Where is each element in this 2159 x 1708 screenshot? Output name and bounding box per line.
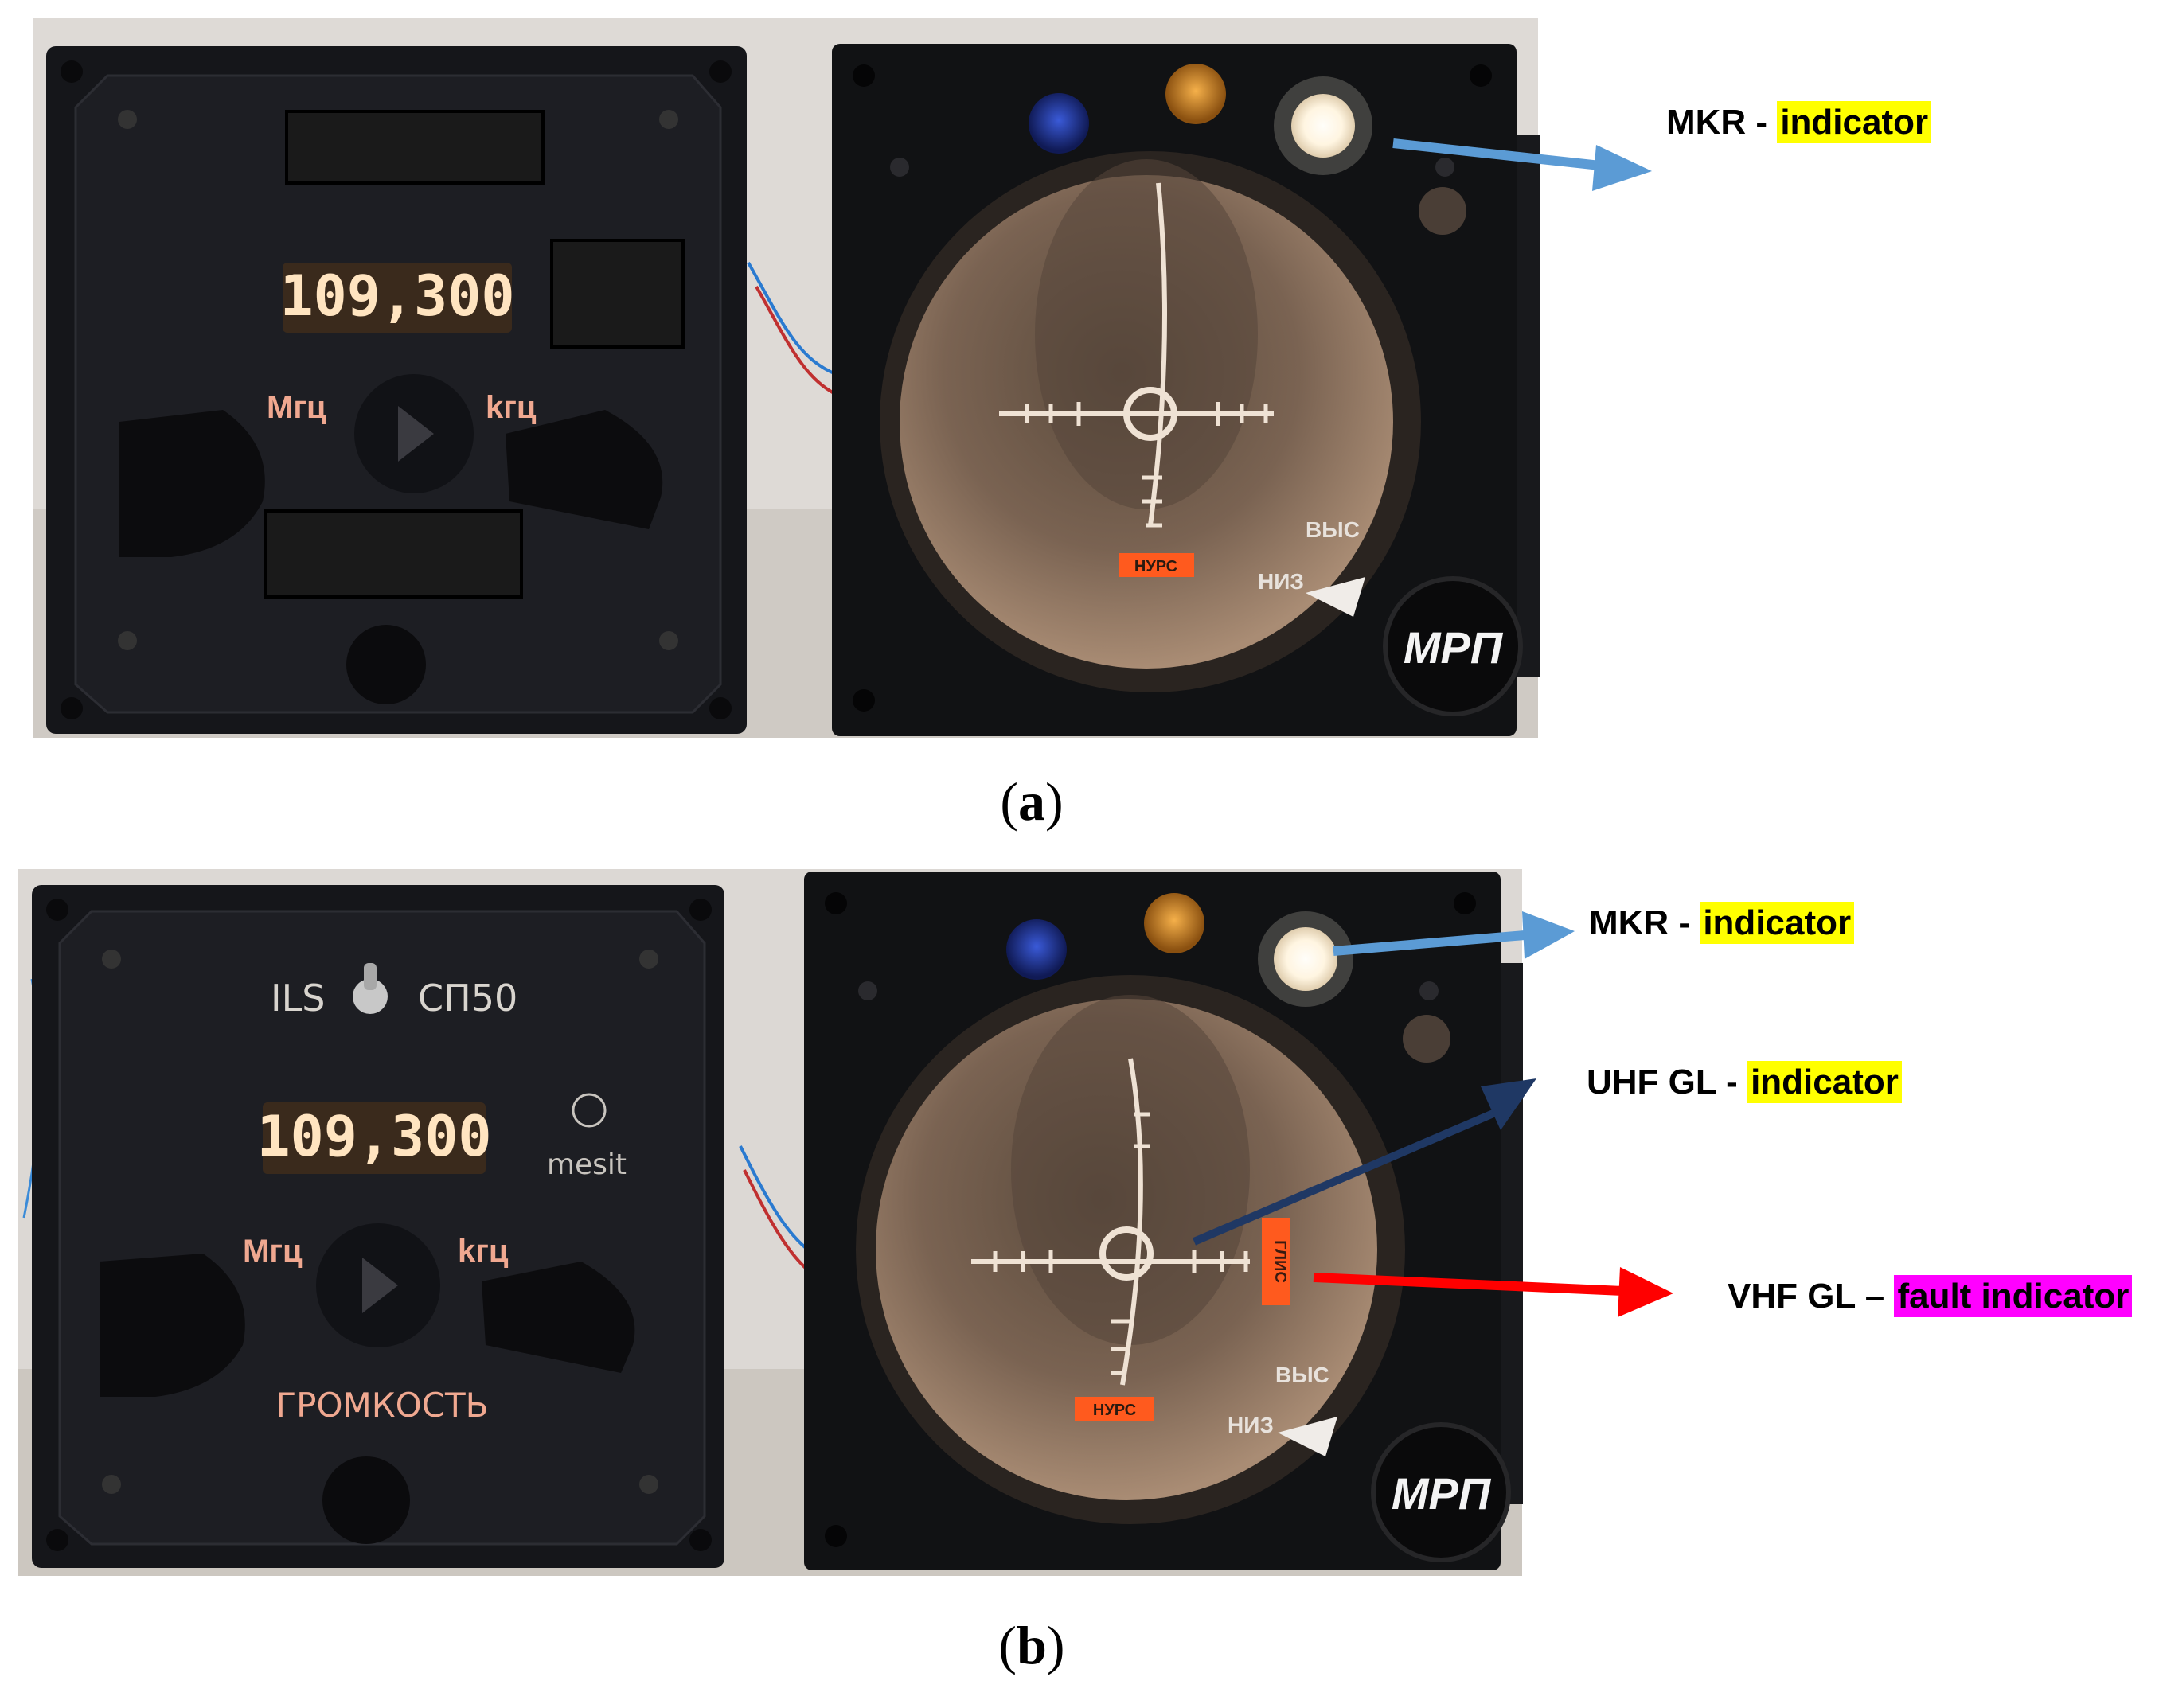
volume-knob[interactable] bbox=[346, 625, 426, 704]
mkr-label-b: MKR - indicator bbox=[1589, 902, 1855, 944]
mode-toggle-switch[interactable] bbox=[353, 979, 388, 1014]
frequency-display bbox=[283, 263, 512, 333]
mkr-label-a: MKR - indicator bbox=[1666, 101, 1932, 143]
mhz-knob[interactable] bbox=[119, 410, 265, 557]
caption-b: (b) bbox=[998, 1615, 1065, 1675]
vhf-gl-highlight: fault indicator bbox=[1894, 1275, 2133, 1317]
photo-a: 109,300 Мгц kгц bbox=[33, 18, 1540, 738]
glide-fault-flag bbox=[1262, 1218, 1290, 1305]
redaction-box bbox=[285, 110, 545, 185]
frequency-readout: 109,300 bbox=[256, 1104, 491, 1169]
course-flag-label: НУРС bbox=[1134, 558, 1177, 575]
mkr-lamp bbox=[1291, 94, 1355, 158]
low-pointer-icon bbox=[1278, 1417, 1337, 1456]
redaction-box bbox=[264, 509, 523, 599]
mhz-knob[interactable] bbox=[100, 1254, 245, 1397]
blue-lamp bbox=[1006, 919, 1067, 980]
mkr-highlight: indicator bbox=[1700, 902, 1855, 944]
mkr-arrow-a bbox=[1392, 138, 1652, 191]
blue-lamp bbox=[1029, 93, 1089, 154]
mrp-knob-label: МРП bbox=[1404, 622, 1504, 673]
volume-knob[interactable] bbox=[322, 1456, 410, 1544]
redaction-box bbox=[550, 239, 685, 349]
volume-label: ГРОМКОСТЬ bbox=[276, 1386, 489, 1425]
mhz-label: Мгц bbox=[267, 390, 326, 425]
caption-a: (a) bbox=[1000, 771, 1064, 832]
khz-label: kгц bbox=[486, 390, 537, 425]
uhf-gl-label: UHF GL - indicator bbox=[1587, 1061, 1902, 1103]
frequency-display bbox=[263, 1102, 486, 1174]
course-flag-label: НУРС bbox=[1093, 1402, 1136, 1419]
mkr-highlight: indicator bbox=[1777, 101, 1932, 143]
mkr-arrow-b bbox=[1333, 911, 1575, 959]
high-label: ВЫС bbox=[1275, 1363, 1329, 1387]
brand-label: mesit bbox=[547, 1148, 627, 1181]
high-label: ВЫС bbox=[1306, 517, 1360, 542]
low-label: НИЗ bbox=[1258, 569, 1304, 594]
photo-b: ILS СП50 109,300 mesit Мгц kгц ГРОМКОСТЬ bbox=[18, 869, 1523, 1576]
amber-lamp bbox=[1144, 893, 1204, 953]
low-label: НИЗ bbox=[1228, 1413, 1274, 1437]
amber-lamp bbox=[1165, 64, 1226, 124]
course-flag bbox=[1075, 1397, 1154, 1421]
vhf-gl-arrow bbox=[1313, 1267, 1673, 1317]
mesit-logo-icon bbox=[572, 1093, 607, 1128]
vhf-gl-label: VHF GL – fault indicator bbox=[1728, 1275, 2133, 1317]
uhf-gl-arrow bbox=[1193, 1078, 1536, 1246]
course-flag bbox=[1119, 553, 1194, 577]
khz-knob[interactable] bbox=[506, 410, 663, 529]
mrp-knob[interactable] bbox=[1371, 1422, 1511, 1562]
sp50-label: СП50 bbox=[418, 977, 517, 1020]
khz-knob[interactable] bbox=[482, 1262, 635, 1373]
ils-label: ILS bbox=[271, 977, 325, 1020]
glide-flag-label: ГЛИС bbox=[1271, 1240, 1289, 1283]
low-pointer-icon bbox=[1306, 577, 1365, 617]
uhf-gl-highlight: indicator bbox=[1747, 1061, 1902, 1103]
frequency-readout: 109,300 bbox=[279, 263, 514, 329]
mhz-label: Мгц bbox=[243, 1234, 303, 1269]
khz-label: kгц bbox=[458, 1234, 509, 1269]
mkr-lamp bbox=[1274, 927, 1337, 991]
mrp-knob-label: МРП bbox=[1392, 1468, 1492, 1519]
mrp-knob[interactable] bbox=[1383, 576, 1523, 716]
